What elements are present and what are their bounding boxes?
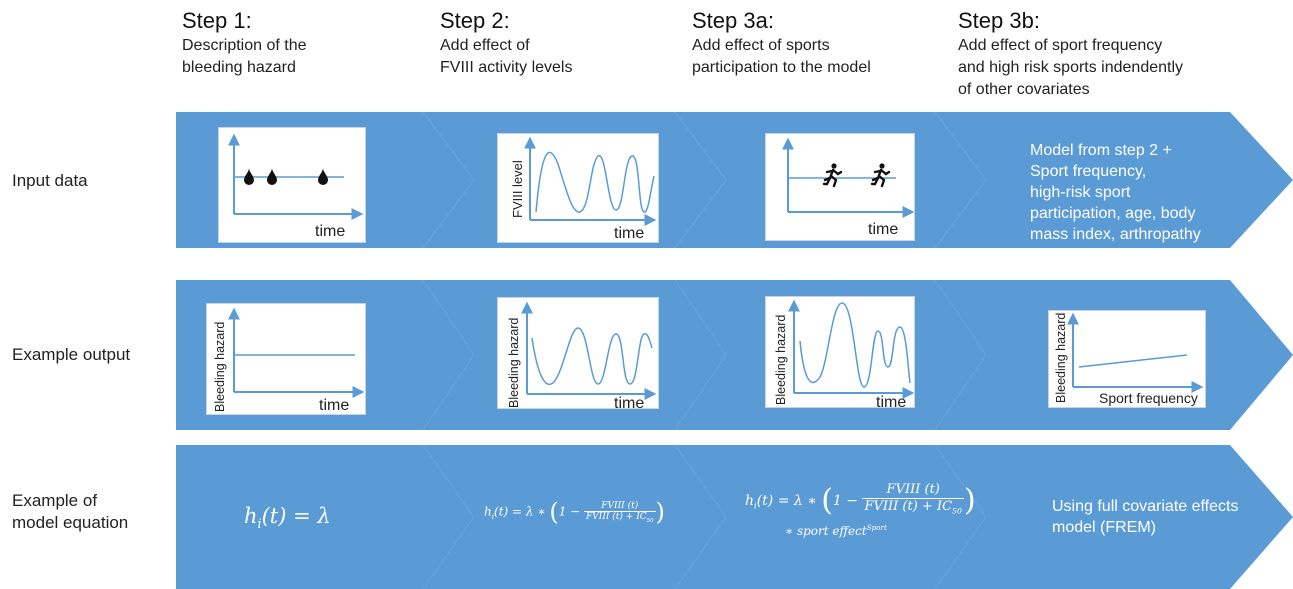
blood-drop-icon — [244, 168, 254, 185]
x-axis-label: time — [876, 394, 906, 409]
row-label-equation: Example of model equation — [12, 490, 128, 534]
step2-header: Step 2: Add effect of FVIII activity lev… — [440, 8, 700, 78]
equation-step2: hi(t) = λ ∗ (1 − FVIII (t)FVIII (t) + IC… — [484, 498, 665, 526]
hazard-trend-line — [1078, 354, 1188, 368]
chevron-equation-step1 — [176, 445, 474, 589]
y-axis-label: Bleeding hazard — [774, 315, 788, 405]
chevron-equation-step2 — [423, 445, 726, 589]
input-panel-step1: time — [218, 127, 366, 243]
input-text-step3b-line4: participation, age, body — [1030, 205, 1196, 222]
input-text-step3b-line1: Model from step 2 + — [1030, 142, 1172, 159]
hazard-curve — [799, 302, 911, 388]
runner-icon — [870, 163, 891, 188]
output-panel-step2: Bleeding hazard time — [497, 297, 659, 410]
step2-title: Step 2: — [440, 8, 510, 33]
step3a-desc-line2: participation to the model — [692, 59, 871, 76]
x-axis-label: time — [614, 395, 644, 410]
step2-desc-line1: Add effect of — [440, 37, 530, 54]
equation-step1: hi(t) = λ — [244, 504, 331, 532]
step3b-header: Step 3b: Add effect of sport frequency a… — [958, 8, 1258, 100]
step3a-title: Step 3a: — [692, 8, 774, 33]
x-axis-label: time — [319, 397, 349, 414]
hazard-curve — [531, 327, 653, 386]
input-text-step3b-line5: mass index, arthropathy — [1030, 226, 1201, 243]
step3a-header: Step 3a: Add effect of sports participat… — [692, 8, 952, 78]
row-label-output: Example output — [12, 345, 131, 364]
row-label-input: Input data — [12, 171, 88, 190]
chevron-input-step3b — [935, 112, 1293, 248]
equation-text-step3b-line2: model (FREM) — [1052, 519, 1157, 536]
y-axis-label: Bleeding hazard — [213, 322, 227, 412]
x-axis-label: time — [614, 225, 644, 242]
y-axis-label: FVIII level — [510, 160, 525, 218]
input-text-step3b-line3: high-risk sport — [1030, 184, 1131, 201]
chevron-equation-step3b — [935, 445, 1293, 589]
output-panel-step3b: Bleeding hazard Sport frequency — [1048, 310, 1206, 408]
y-axis-label: Bleeding hazard — [1054, 313, 1068, 403]
x-axis-label: Sport frequency — [1099, 390, 1198, 406]
step1-header: Step 1: Description of the bleeding haza… — [182, 8, 442, 78]
row-label-equation-line1: Example of — [12, 491, 98, 510]
x-axis-label: time — [868, 221, 898, 238]
chevron-equation-step3a — [675, 445, 986, 589]
step3b-title: Step 3b: — [958, 8, 1040, 33]
step3b-desc-line3: of other covariates — [958, 81, 1090, 98]
step3a-desc-line1: Add effect of sports — [692, 37, 830, 54]
blood-drop-icon — [318, 168, 328, 185]
input-text-step3b-line2: Sport frequency, — [1030, 163, 1147, 180]
step3b-desc-line1: Add effect of sport frequency — [958, 37, 1163, 54]
step2-desc-line2: FVIII activity levels — [440, 59, 573, 76]
y-axis-label: Bleeding hazard — [507, 318, 521, 408]
runner-icon — [822, 163, 843, 188]
equation-step3a: hi(t) = λ ∗ (1 − FVIII (t)FVIII (t) + IC… — [745, 482, 976, 538]
equation-text-step3b: Using full covariate effects model (FREM… — [1052, 496, 1238, 538]
step1-desc-line1: Description of the — [182, 37, 307, 54]
step1-title: Step 1: — [182, 8, 252, 33]
row-label-equation-line2: model equation — [12, 513, 129, 532]
step1-desc-line2: bleeding hazard — [182, 59, 296, 76]
x-axis-label: time — [315, 223, 345, 240]
equation-text-step3b-line1: Using full covariate effects — [1052, 498, 1239, 515]
fviii-curve — [535, 151, 655, 213]
output-panel-step3a: Bleeding hazard time — [765, 296, 915, 409]
output-panel-step1: Bleeding hazard time — [206, 303, 366, 415]
step3b-desc-line2: and high risk sports indendently — [958, 59, 1184, 76]
input-panel-step3a: time — [765, 133, 915, 241]
input-text-step3b: Model from step 2 + Sport frequency, hig… — [1030, 140, 1201, 245]
input-panel-step2: FVIII level time — [497, 133, 659, 243]
blood-drop-icon — [267, 168, 277, 185]
